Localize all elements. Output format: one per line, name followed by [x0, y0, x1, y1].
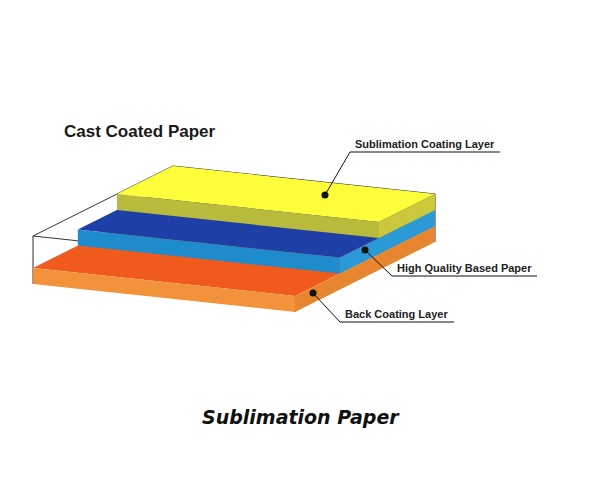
sublimation-coating-layer [117, 166, 435, 238]
callout-label: Sublimation Coating Layer [355, 138, 494, 150]
leader-line [365, 250, 537, 276]
leader-dot [310, 290, 317, 297]
leader-dot [362, 247, 369, 254]
sheet-outline [33, 166, 435, 312]
diagram-title: Cast Coated Paper [64, 122, 215, 142]
leader-line [313, 293, 454, 322]
leader-line [325, 152, 500, 195]
diagram-caption: Sublimation Paper [202, 406, 399, 428]
callout-label: High Quality Based Paper [397, 262, 531, 274]
leader-dot [322, 192, 329, 199]
callout-label: Back Coating Layer [345, 308, 448, 320]
